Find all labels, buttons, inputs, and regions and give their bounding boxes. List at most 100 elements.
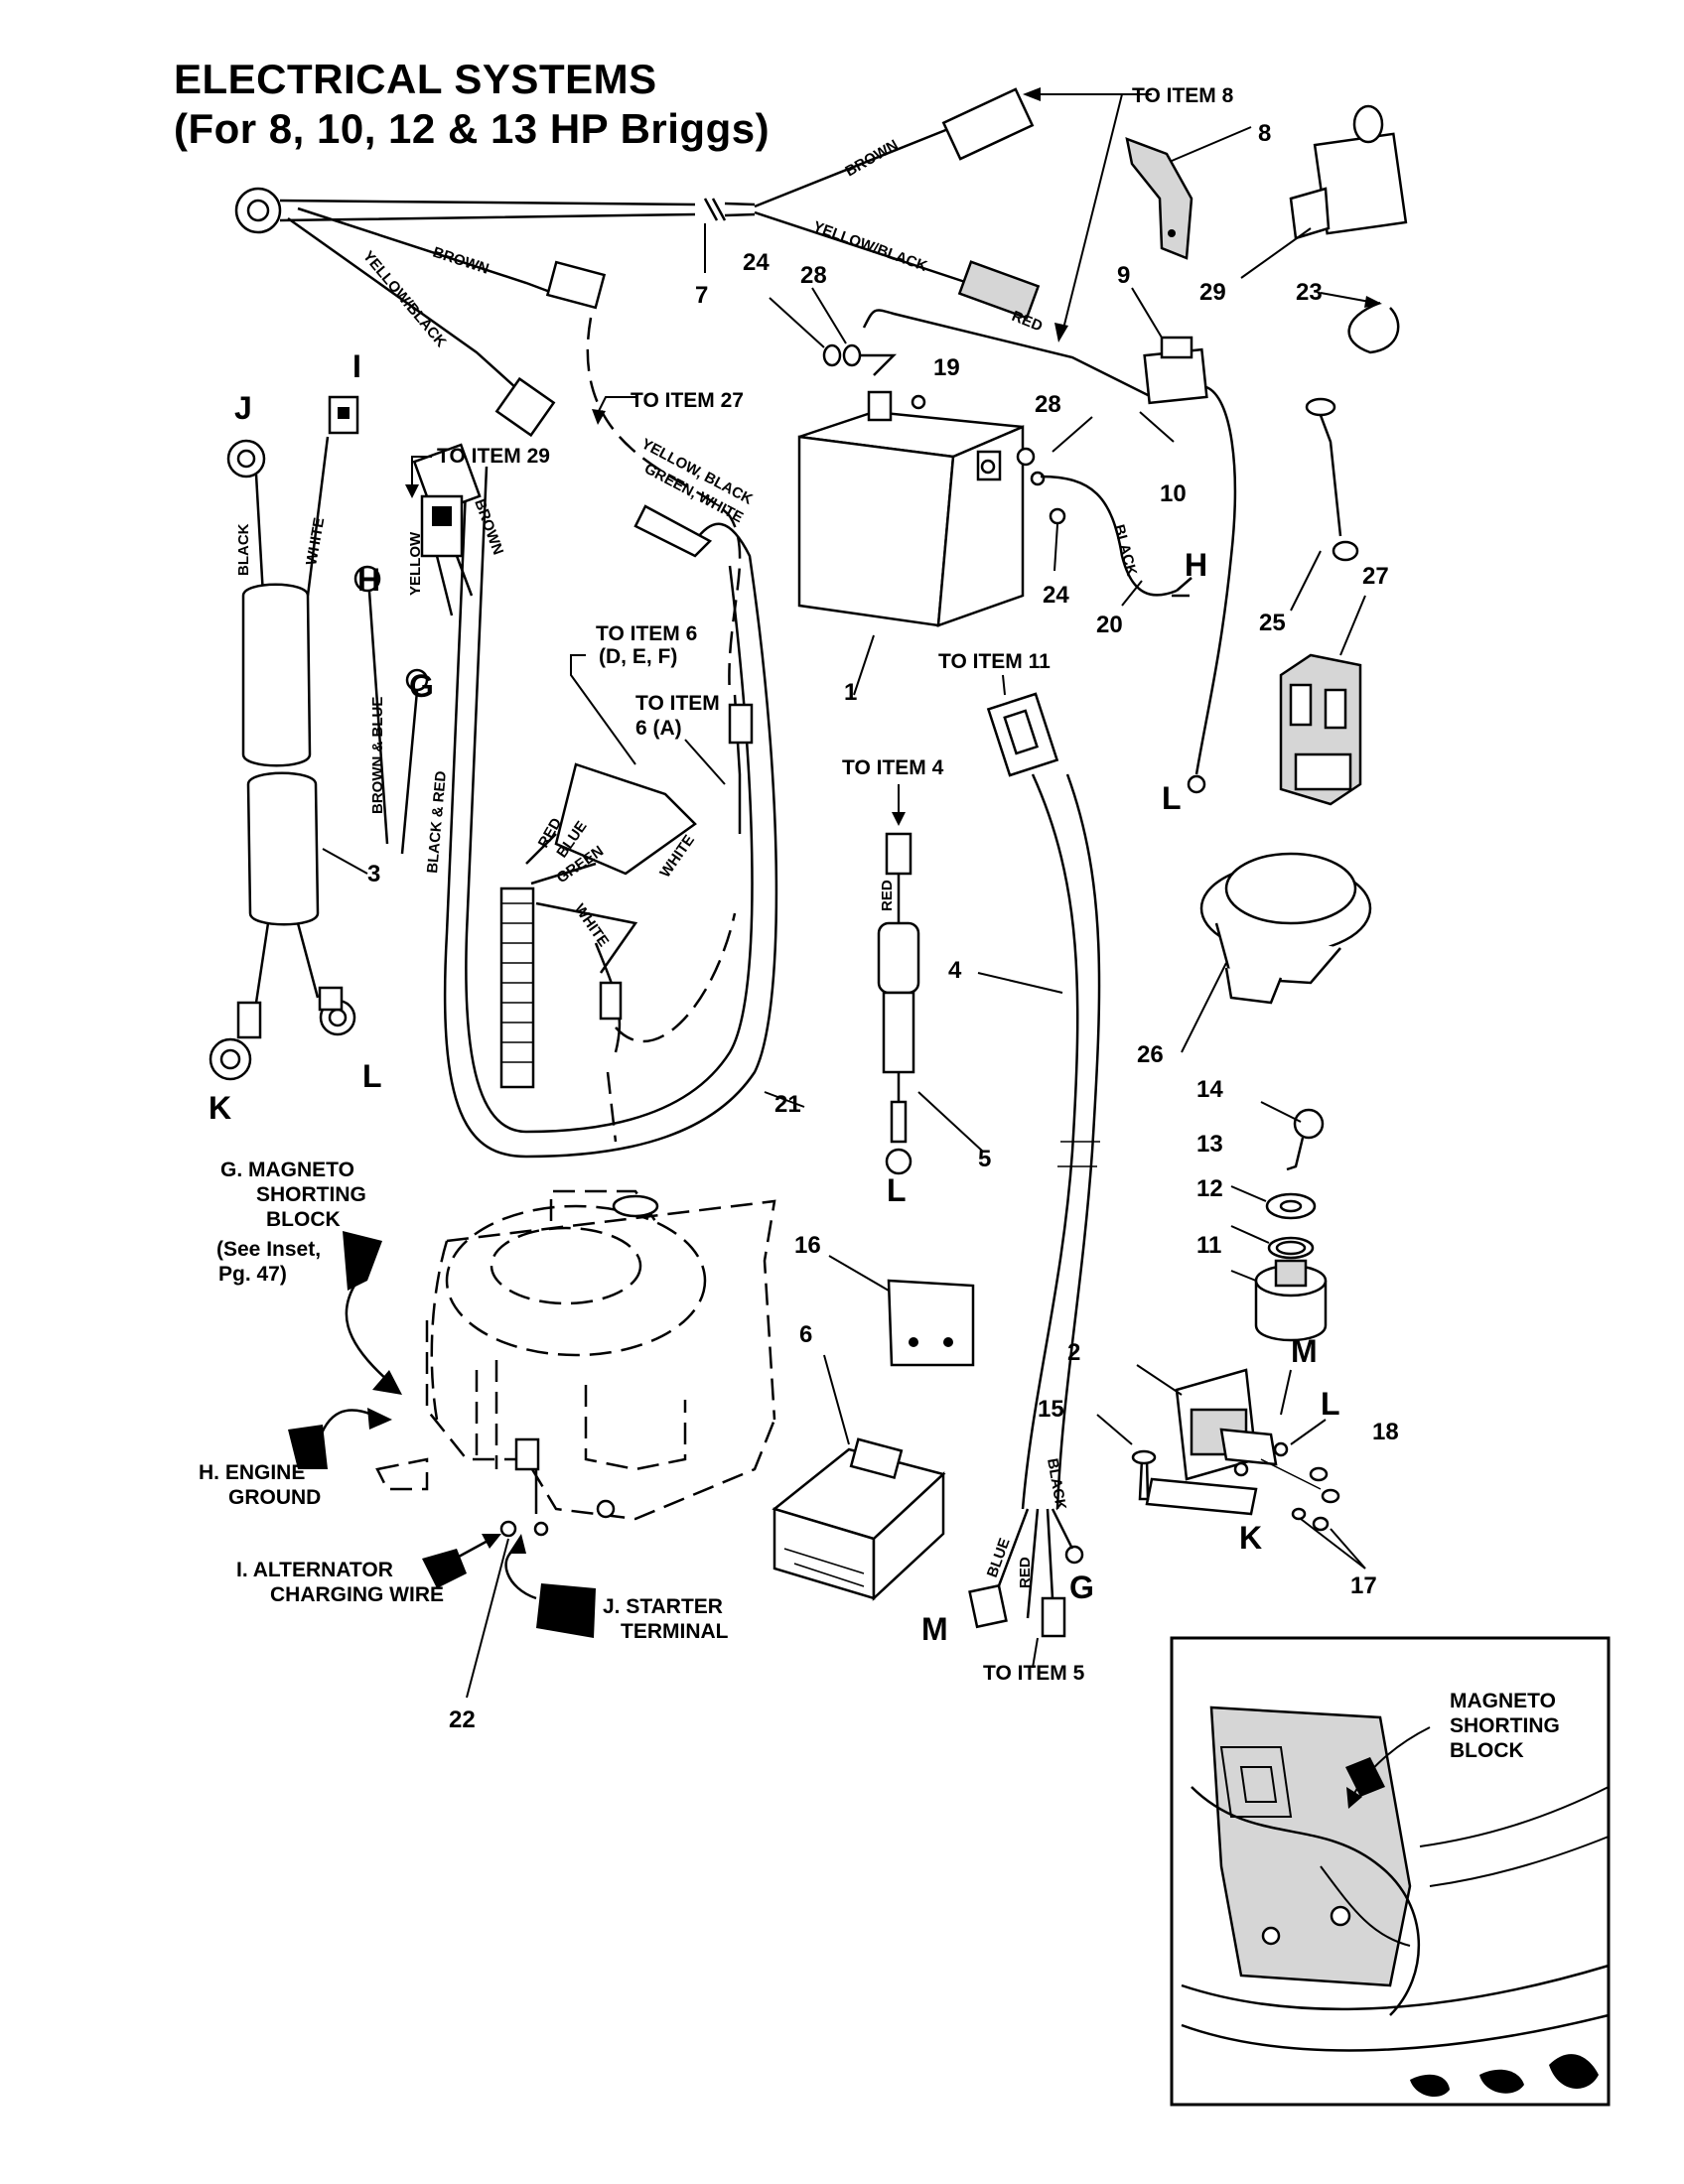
item-27-switch [1279,595,1366,806]
callout-17: 17 [1350,1572,1377,1599]
wire-white-i: WHITE [303,516,328,567]
engine-g-5: Pg. 47) [218,1263,287,1286]
callout-19: 19 [933,354,960,381]
wire-black-j: BLACK [235,523,252,576]
callout-23: 23 [1296,279,1323,306]
engine-g-3: BLOCK [266,1208,341,1231]
callout-3: 3 [367,861,380,887]
callout-16: 16 [794,1232,821,1259]
item-8-bracket [1125,126,1252,260]
wire-red-5: RED [879,880,896,911]
letter-G-harness: G [1069,1570,1094,1605]
callout-24-top: 24 [743,249,770,276]
item-26-gauge [1181,852,1372,1053]
inset-label-3: BLOCK [1450,1739,1524,1762]
to-item-8-leaders [1023,87,1152,342]
label-to-item-11: TO ITEM 11 [938,650,1051,673]
letter-I: I [352,348,361,384]
callout-22: 22 [449,1706,476,1733]
callout-numbers: 7 8 9 10 29 23 24 28 19 28 24 20 27 25 1… [367,120,1399,1733]
callout-20: 20 [1096,612,1123,638]
callout-8: 8 [1258,120,1271,147]
letter-M-solenoid: M [1291,1333,1318,1369]
letter-K-solenoid: K [1239,1520,1262,1556]
wire-black-4: BLACK [1044,1457,1069,1512]
label-to-item-27: TO ITEM 27 [631,389,744,412]
callout-21: 21 [774,1091,801,1118]
engine-g-4: (See Inset, [216,1238,321,1261]
letter-H-right: H [1185,547,1207,583]
battery-cable-hardware-top [769,287,1153,399]
callout-6: 6 [799,1321,812,1348]
label-to-item-6-def-1: TO ITEM 6 [596,622,697,645]
callout-15: 15 [1038,1396,1064,1423]
to-item-29-connector [420,494,474,616]
wire-black-20: BLACK [1110,523,1140,578]
callout-29: 29 [1199,279,1226,306]
item-6-connector [772,1354,946,1601]
letter-L-left: L [362,1058,382,1094]
callout-27: 27 [1362,563,1389,590]
letter-G-left: G [409,668,434,704]
engine-labels: G. MAGNETO SHORTING BLOCK (See Inset, Pg… [199,1159,729,1643]
label-to-item-8: TO ITEM 8 [1132,84,1234,107]
callout-4: 4 [948,957,962,984]
item-3-cable [209,395,368,1081]
wire-brown-blue: BROWN & BLUE [369,697,386,814]
inset-label-2: SHORTING [1450,1714,1560,1737]
item-2-solenoid [1096,1364,1366,1570]
engine-j-1: J. STARTER [603,1595,723,1618]
routing-labels: TO ITEM 8 TO ITEM 27 TO ITEM 29 TO ITEM … [405,84,1234,1685]
inset-label-1: MAGNETO [1450,1690,1556,1712]
engine-i-1: I. ALTERNATOR [236,1559,393,1581]
engine [375,1189,776,1538]
engine-g-1: G. MAGNETO [220,1159,354,1181]
inset-label: MAGNETO SHORTING BLOCK [1450,1690,1560,1762]
item-9-relay [1131,287,1237,794]
harness-item-7 [234,87,1041,438]
engine-h-2: GROUND [228,1486,321,1509]
item-29-switch [1240,104,1408,279]
wire-yellow-black-left: YELLOW/BLACK [359,248,450,351]
letter-K-left: K [209,1090,231,1126]
callout-1: 1 [844,679,857,706]
label-to-item-6-a-1: TO ITEM [635,692,720,715]
item-1-battery [797,390,1025,696]
engine-j-2: TERMINAL [621,1620,729,1643]
letter-J: J [234,390,252,426]
callout-2: 2 [1067,1339,1080,1366]
wire-red-4: RED [1017,1557,1034,1588]
engine-h-1: H. ENGINE [199,1461,305,1484]
wire-yellow-29: YELLOW [407,531,424,596]
label-to-item-4: TO ITEM 4 [842,756,944,779]
callout-28-top: 28 [800,262,827,289]
item-4-harness [968,692,1101,1638]
letter-L-solenoid: L [1321,1386,1340,1422]
letter-L-top: L [1162,780,1182,816]
item-16-plate [828,1255,975,1367]
label-to-item-5: TO ITEM 5 [983,1662,1085,1685]
wire-yellow-black-top: YELLOW/BLACK [811,218,930,275]
callout-11: 11 [1196,1232,1221,1259]
wire-black-red: BLACK & RED [424,770,450,875]
letter-M-harness: M [921,1611,948,1647]
label-to-item-6-def-2: (D, E, F) [599,645,677,668]
callout-7: 7 [695,282,708,309]
ignition-stack [1230,1101,1328,1342]
title-line-1: ELECTRICAL SYSTEMS [174,56,657,102]
wire-brown-top: BROWN [843,137,902,181]
wire-red-top: RED [1010,308,1046,336]
item-21-harness [353,317,805,1159]
page-title: ELECTRICAL SYSTEMS (For 8, 10, 12 & 13 H… [174,55,770,154]
letter-H-left: H [357,562,380,598]
callout-9: 9 [1117,262,1130,289]
callout-14: 14 [1196,1076,1223,1103]
battery-hardware-right [1016,416,1193,607]
engine-i-2: CHARGING WIRE [270,1583,444,1606]
wire-brown-left: BROWN [431,244,491,278]
item-5-fuse [877,784,984,1175]
item-23-clip [1320,292,1400,354]
connection-letters: J I H G K L H L L M L K M G [209,348,1340,1647]
engine-g-2: SHORTING [256,1183,366,1206]
